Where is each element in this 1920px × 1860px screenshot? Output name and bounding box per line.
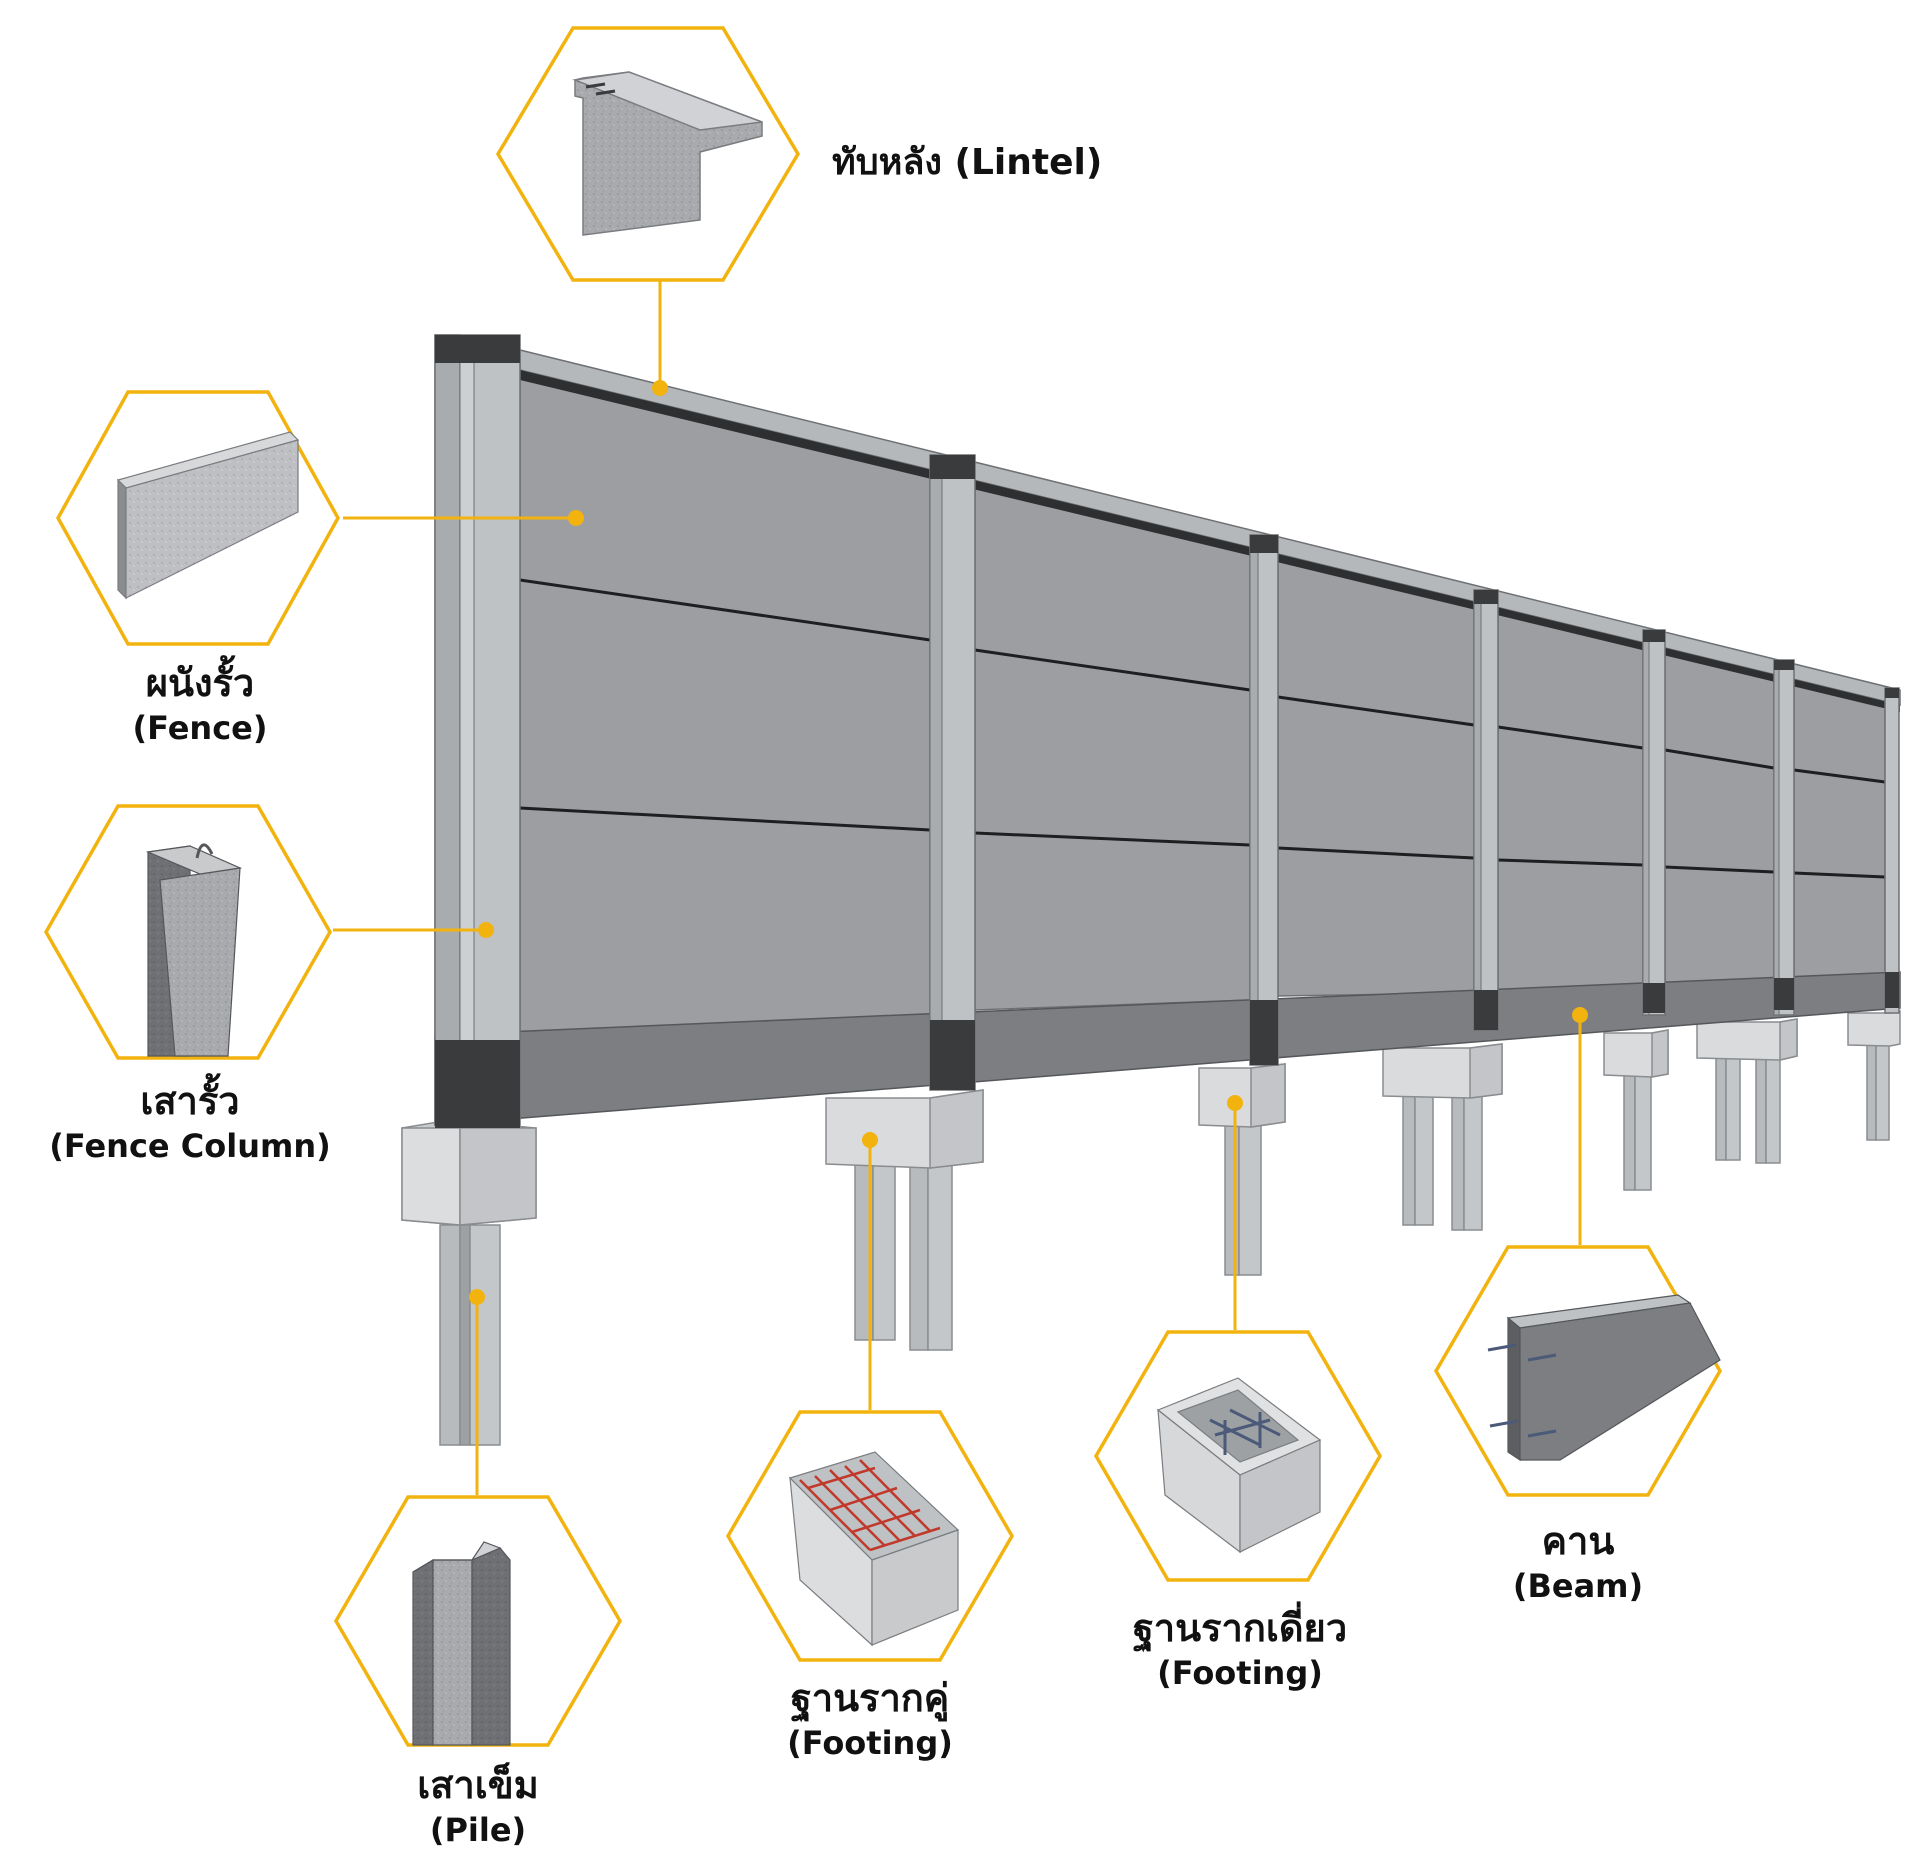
fence-panels [519,369,1886,1036]
fence-callout [55,390,341,646]
column-7 [1884,687,1900,1014]
fence-column-callout [43,804,333,1060]
pile-label-en: (Pile) [429,1810,527,1849]
footing-double-label-th: ฐานรากคู่ [790,1676,950,1720]
lintel-label: ทับหลัง (Lintel) [832,133,1102,190]
beam-callout [1433,1245,1723,1497]
fence-label: ผนังรั้ว (Fence) [95,660,305,748]
footing-1 [401,1119,537,1226]
pile-7 [1866,1044,1890,1141]
column-2 [929,454,976,1091]
column-3 [1249,534,1279,1066]
lintel-piece-icon [572,71,763,236]
pile-1 [439,1224,501,1446]
footing-single-label: ฐานรากเดี่ยว (Footing) [1100,1605,1380,1693]
fence-column-icon [145,843,243,1057]
footing-5 [1603,1029,1669,1078]
footing-double-label: ฐานรากคู่ (Footing) [755,1675,985,1763]
column-5 [1642,629,1666,1016]
footing-double-label-en: (Footing) [787,1723,953,1762]
footing-single-label-th: ฐานรากเดี่ยว [1132,1606,1348,1650]
pile-6 [1715,1054,1781,1164]
column-6 [1773,659,1795,1016]
fence-label-en: (Fence) [132,708,268,747]
fence-columns [434,334,1900,1128]
fence-label-th: ผนังรั้ว [145,661,255,705]
leader-dots [469,380,1588,1305]
pile-label-th: เสาเข็ม [417,1763,539,1807]
pile-5 [1623,1074,1652,1191]
pile-3 [1224,1124,1262,1276]
beam-label-en: (Beam) [1512,1566,1644,1605]
pile-4 [1402,1094,1483,1231]
beam-label: คาน (Beam) [1478,1518,1678,1606]
double-footing-callout [725,1410,1015,1662]
piles [439,1044,1890,1446]
fence-column-label-th: เสารั้ว [140,1079,240,1123]
lintel-callout [495,26,801,282]
footing-7 [1847,1010,1901,1047]
fence-column-label-en: (Fence Column) [49,1126,331,1165]
pile-2 [854,1164,953,1351]
panel-joints [519,578,1886,879]
lintel-label-th: ทับหลัง [832,142,942,183]
pile-label: เสาเข็ม (Pile) [378,1762,578,1850]
beam-piece-icon [1487,1294,1721,1462]
column-4 [1473,589,1499,1031]
beam-label-th: คาน [1541,1519,1615,1563]
pile-icon [412,1541,511,1746]
footing-3 [1198,1063,1286,1128]
footing-6 [1696,1018,1798,1061]
double-footing-icon [788,1451,960,1647]
leader-lines [333,278,1582,1495]
column-1 [434,334,521,1128]
footing-4 [1382,1043,1503,1099]
footing-single-label-en: (Footing) [1157,1653,1323,1692]
fence-column-label: เสารั้ว (Fence Column) [40,1078,340,1166]
single-footing-icon [1156,1377,1322,1554]
lintel-label-en: (Lintel) [954,142,1103,183]
fence-panel-icon [116,431,300,600]
pile-callout [333,1495,623,1747]
footings [401,1010,1901,1226]
single-footing-callout [1093,1330,1383,1582]
footing-2 [825,1089,984,1169]
